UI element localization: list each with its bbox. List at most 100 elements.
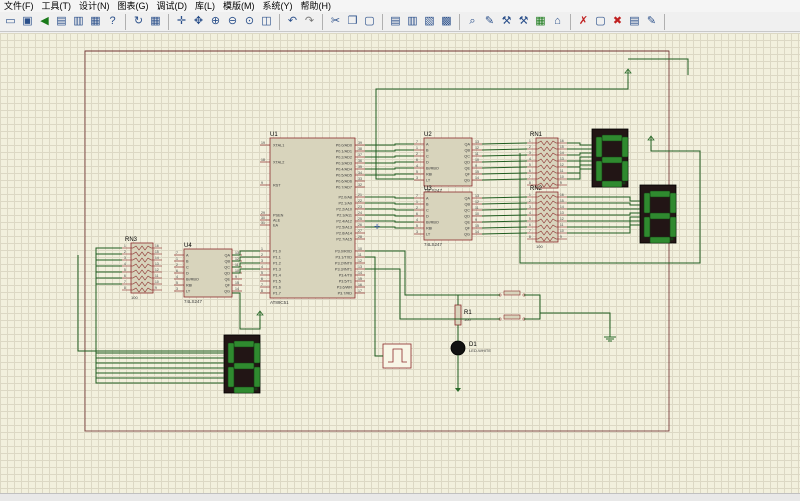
electrical-check-icon[interactable]: ✎ <box>646 15 657 27</box>
print-icon[interactable]: ▦ <box>90 15 101 27</box>
u4-pin-num: 14 <box>235 287 239 291</box>
bus-wire <box>567 152 592 156</box>
toolbar-separator <box>168 13 169 30</box>
pan-icon[interactable]: ✥ <box>193 15 204 27</box>
refresh-icon[interactable]: ↻ <box>133 15 144 27</box>
make-device-icon[interactable]: ✎ <box>484 15 495 27</box>
new-icon[interactable]: ▭ <box>5 15 16 27</box>
redo-icon[interactable]: ↷ <box>304 15 315 27</box>
block-rotate-icon[interactable]: ▧ <box>424 15 435 27</box>
block-move-icon[interactable]: ▥ <box>407 15 418 27</box>
grid-icon[interactable]: ▦ <box>150 15 161 27</box>
toolbar-separator <box>279 13 280 30</box>
display-1-segment <box>595 136 603 158</box>
rn3-pin-num: 2 <box>124 250 126 254</box>
wire-autorouter-icon[interactable]: ▦ <box>535 15 546 27</box>
block-copy-icon[interactable]: ▤ <box>390 15 401 27</box>
menu-item-0[interactable]: 文件(F) <box>4 1 34 11</box>
u1-pin-name: P3.4/T0 <box>339 274 352 278</box>
u1-pin-name: P1.2 <box>273 262 281 266</box>
toolbar-separator <box>125 13 126 30</box>
new-sheet-icon[interactable]: ▢ <box>595 15 606 27</box>
zoom-all-icon[interactable]: ⊙ <box>244 15 255 27</box>
u1-pin-num: 25 <box>358 217 362 221</box>
save-icon[interactable]: ◀ <box>40 15 49 27</box>
menu-item-4[interactable]: 调试(D) <box>156 1 188 11</box>
display-2-segment <box>643 216 651 238</box>
u3-body <box>423 191 473 241</box>
u4-pin-num: 5 <box>176 281 178 285</box>
u3-pin-num: 11 <box>475 206 479 210</box>
origin-icon[interactable]: ✛ <box>176 15 187 27</box>
property-tool-icon[interactable]: ✗ <box>578 15 589 27</box>
u1-pin-num: 1 <box>261 247 263 251</box>
u4-pin-name: LT <box>186 290 191 294</box>
remove-sheet-icon[interactable]: ✖ <box>612 15 623 27</box>
menu-item-2[interactable]: 设计(N) <box>79 1 110 11</box>
rn2-pin-num: 14 <box>560 205 564 209</box>
zoom-out-icon[interactable]: ⊖ <box>227 15 238 27</box>
u1-pin-num: 4 <box>261 265 263 269</box>
u3-pin-name: QA <box>465 197 471 201</box>
u4-pin-num: 9 <box>235 275 237 279</box>
zoom-area-icon[interactable]: ◫ <box>261 15 272 27</box>
rn1-resistor <box>537 158 557 164</box>
open-icon[interactable]: ▣ <box>22 15 33 27</box>
display-2-segment <box>669 216 677 238</box>
menu-item-7[interactable]: 系统(Y) <box>262 1 293 11</box>
help-icon[interactable]: ? <box>109 15 116 27</box>
bus-wire <box>365 161 414 164</box>
u2-pin-num: 14 <box>475 176 479 180</box>
bus-wire <box>567 168 592 180</box>
u1-ref: U1 <box>270 132 278 138</box>
undo-icon[interactable]: ↶ <box>287 15 298 27</box>
bus-wire <box>365 173 414 176</box>
bus-wire <box>567 156 592 162</box>
power-wire <box>519 146 701 264</box>
zoom-in-icon[interactable]: ⊕ <box>210 15 221 27</box>
paste-icon[interactable]: ▢ <box>364 15 375 27</box>
rn1-pin-num: 6 <box>529 169 531 173</box>
menu-item-3[interactable]: 图表(G) <box>117 1 149 11</box>
control-wire <box>365 250 500 296</box>
copy-icon[interactable]: ❐ <box>347 15 358 27</box>
pick-device-icon[interactable]: ⌕ <box>469 15 476 27</box>
u3-pin-num: 2 <box>416 206 418 210</box>
rn2-resistor <box>537 212 557 218</box>
menu-item-6[interactable]: 模版(M) <box>223 1 255 11</box>
u3-pin-name: QE <box>465 221 471 225</box>
u4-pin-name: C <box>186 266 189 270</box>
d1-body <box>450 340 466 356</box>
decompose-icon[interactable]: ⚒ <box>518 15 529 27</box>
u1-pin-num: 29 <box>261 211 265 215</box>
rn2-pin-num: 9 <box>560 235 562 239</box>
u1-pin-num: 26 <box>358 223 362 227</box>
display-2-segment <box>649 236 671 244</box>
u1-pin-num: 23 <box>358 205 362 209</box>
menu-item-5[interactable]: 库(L) <box>195 1 215 11</box>
u1-pin-name: P0.7/AD7 <box>336 186 352 190</box>
u4-pin-name: A <box>186 254 189 258</box>
u1-pin-name: RST <box>273 184 281 188</box>
bus-wire <box>365 220 414 223</box>
u1-pin-name: P0.4/AD4 <box>336 168 352 172</box>
menu-item-1[interactable]: 工具(T) <box>41 1 72 11</box>
schematic-svg[interactable]: U1AT89C5119XTAL118XTAL29RST29PSEN30ALE31… <box>0 33 800 493</box>
toolbar-separator <box>459 13 460 30</box>
rn1-pin-num: 8 <box>529 181 531 185</box>
import-icon[interactable]: ▤ <box>56 15 67 27</box>
u1-pin-num: 7 <box>261 283 263 287</box>
menu-item-8[interactable]: 帮助(H) <box>300 1 332 11</box>
u1-pin-name: P3.0/RXD <box>335 250 352 254</box>
u3-pin-num: 6 <box>416 212 418 216</box>
rn2-pin-num: 3 <box>529 205 531 209</box>
block-delete-icon[interactable]: ▩ <box>441 15 452 27</box>
u4-pin-num: 3 <box>176 287 178 291</box>
export-icon[interactable]: ▥ <box>73 15 84 27</box>
u1-pin-num: 3 <box>261 259 263 263</box>
bill-of-materials-icon[interactable]: ▤ <box>629 15 640 27</box>
packaging-tool-icon[interactable]: ⚒ <box>501 15 512 27</box>
search-tag-icon[interactable]: ⌂ <box>554 15 561 27</box>
cut-icon[interactable]: ✂ <box>330 15 341 27</box>
